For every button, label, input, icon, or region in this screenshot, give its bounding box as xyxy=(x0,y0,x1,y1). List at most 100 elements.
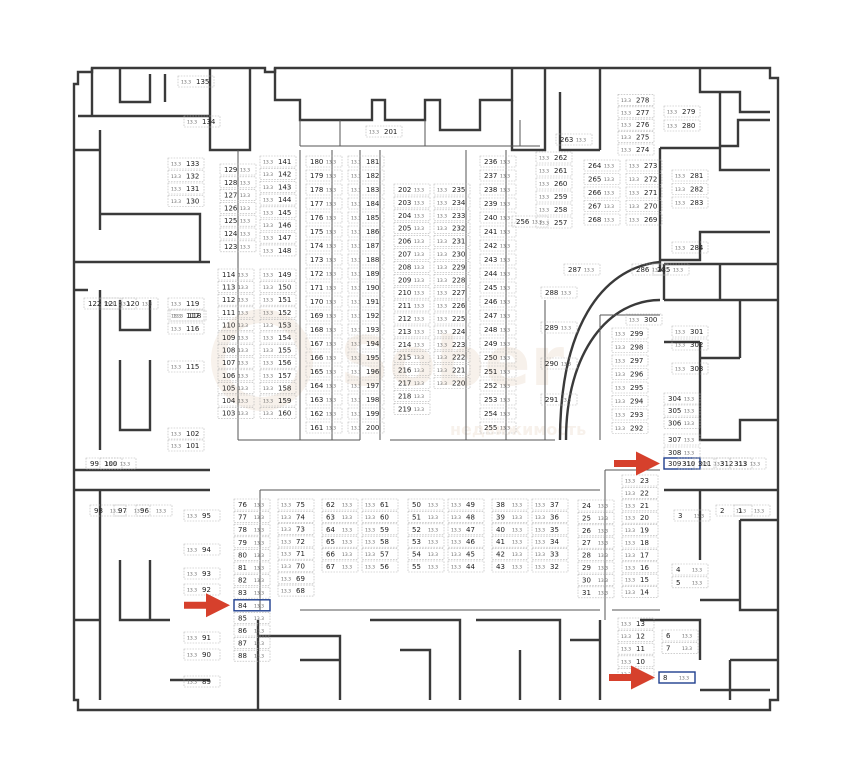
parking-spot[interactable]: 11313.3 xyxy=(217,281,255,293)
parking-spot[interactable]: 13313.3 xyxy=(167,157,205,170)
parking-spot[interactable]: 8513.3 xyxy=(233,612,271,624)
parking-spot[interactable]: 19613.3 xyxy=(347,365,385,378)
parking-spot[interactable]: 27413.3 xyxy=(617,143,655,156)
parking-spot[interactable]: 30213.3 xyxy=(671,338,709,351)
parking-spot[interactable]: 18813.3 xyxy=(347,253,385,266)
parking-spot[interactable]: 18513.3 xyxy=(347,211,385,224)
parking-spot[interactable]: 25913.3 xyxy=(535,190,573,203)
parking-spot[interactable]: 713.3 xyxy=(661,642,699,654)
parking-spot[interactable]: 12313.3 xyxy=(219,240,257,253)
parking-spot[interactable]: 15413.3 xyxy=(259,331,297,344)
parking-spot[interactable]: 14513.3 xyxy=(259,206,297,219)
parking-spot[interactable]: 4613.3 xyxy=(447,535,485,548)
parking-spot[interactable]: 15713.3 xyxy=(259,369,297,382)
parking-spot[interactable]: 8713.3 xyxy=(233,637,271,649)
parking-spot[interactable]: 21313.3 xyxy=(393,325,431,338)
parking-spot[interactable]: 19413.3 xyxy=(347,337,385,350)
parking-spot[interactable]: 24313.3 xyxy=(479,253,517,266)
parking-spot[interactable]: 26113.3 xyxy=(535,164,573,177)
parking-spot[interactable]: 3713.3 xyxy=(531,498,569,511)
parking-spot[interactable]: 25213.3 xyxy=(479,379,517,392)
parking-spot[interactable]: 12213.3 xyxy=(83,297,121,310)
parking-spot[interactable]: 24613.3 xyxy=(479,295,517,308)
parking-spot[interactable]: 8113.3 xyxy=(233,561,271,574)
parking-spot[interactable]: 25013.3 xyxy=(479,351,517,364)
parking-spot[interactable]: 23313.3 xyxy=(433,209,471,222)
parking-spot[interactable]: 15113.3 xyxy=(259,293,297,306)
parking-spot[interactable]: 30513.3 xyxy=(663,404,701,417)
parking-spot[interactable]: 16813.3 xyxy=(305,323,343,336)
parking-spot[interactable]: 14613.3 xyxy=(259,219,297,231)
parking-spot[interactable]: 10613.3 xyxy=(217,369,255,382)
parking-spot[interactable]: 3813.3 xyxy=(491,498,529,511)
parking-spot[interactable]: 16113.3 xyxy=(305,421,343,434)
parking-spot[interactable]: 23713.3 xyxy=(479,169,517,182)
parking-spot[interactable]: 20013.3 xyxy=(347,421,385,434)
parking-spot[interactable]: 29613.3 xyxy=(611,368,649,380)
parking-spot[interactable]: 213.3 xyxy=(715,504,753,517)
parking-spot[interactable]: 29913.3 xyxy=(611,327,649,340)
parking-spot[interactable]: 5413.3 xyxy=(407,548,445,560)
parking-spot[interactable]: 28813.3 xyxy=(540,286,578,299)
parking-spot[interactable]: 22813.3 xyxy=(433,273,471,286)
parking-spot[interactable]: 29013.3 xyxy=(540,357,578,370)
parking-spot[interactable]: 4713.3 xyxy=(447,523,485,536)
parking-spot[interactable]: 17613.3 xyxy=(305,211,343,224)
parking-spot[interactable]: 20113.3 xyxy=(365,125,403,138)
parking-spot[interactable]: 11413.3 xyxy=(217,268,255,281)
parking-spot[interactable]: 26213.3 xyxy=(535,151,573,164)
parking-spot[interactable]: 16413.3 xyxy=(305,379,343,392)
parking-spot[interactable]: 21013.3 xyxy=(393,286,431,299)
parking-spot[interactable]: 9313.3 xyxy=(183,567,221,580)
parking-spot[interactable]: 24413.3 xyxy=(479,267,517,280)
parking-spot[interactable]: 24213.3 xyxy=(479,239,517,252)
parking-spot[interactable]: 5213.3 xyxy=(407,523,445,536)
parking-spot[interactable]: 23413.3 xyxy=(433,196,471,209)
parking-spot[interactable]: 25613.3 xyxy=(511,215,549,228)
parking-spot[interactable]: 27613.3 xyxy=(617,118,655,131)
parking-spot[interactable]: 7313.3 xyxy=(277,523,315,535)
parking-spot[interactable]: 18313.3 xyxy=(347,183,385,196)
parking-spot[interactable]: 30013.3 xyxy=(625,313,663,326)
parking-spot[interactable]: 20713.3 xyxy=(393,248,431,260)
parking-spot[interactable]: 27713.3 xyxy=(617,106,655,119)
parking-spot[interactable]: 29413.3 xyxy=(611,395,649,407)
parking-spot[interactable]: 22413.3 xyxy=(433,325,471,338)
parking-spot[interactable]: 28313.3 xyxy=(671,196,709,209)
parking-spot[interactable]: 17413.3 xyxy=(305,239,343,252)
parking-spot[interactable]: 7713.3 xyxy=(233,511,271,523)
parking-spot[interactable]: 15513.3 xyxy=(259,344,297,356)
parking-spot[interactable]: 1513.3 xyxy=(621,573,659,586)
parking-spot[interactable]: 4013.3 xyxy=(491,523,529,536)
parking-spot[interactable]: 21213.3 xyxy=(393,312,431,325)
parking-spot[interactable]: 16913.3 xyxy=(305,309,343,322)
parking-spot[interactable]: 15813.3 xyxy=(259,382,297,394)
parking-spot[interactable]: 7813.3 xyxy=(233,523,271,536)
parking-spot[interactable]: 18213.3 xyxy=(347,169,385,182)
parking-spot[interactable]: 1713.3 xyxy=(621,549,659,561)
parking-spot[interactable]: 2513.3 xyxy=(577,512,615,524)
parking-spot[interactable]: 14713.3 xyxy=(259,231,297,244)
parking-spot[interactable]: 11213.3 xyxy=(217,293,255,306)
parking-spot[interactable]: 6613.3 xyxy=(321,548,359,560)
parking-spot[interactable]: 23513.3 xyxy=(433,183,471,196)
parking-spot[interactable]: 29113.3 xyxy=(540,393,578,406)
parking-spot[interactable]: 12713.3 xyxy=(219,189,257,201)
parking-spot[interactable]: 9513.3 xyxy=(183,509,221,522)
parking-spot[interactable]: 15913.3 xyxy=(259,394,297,407)
parking-spot[interactable]: 2013.3 xyxy=(621,511,659,524)
parking-spot[interactable]: 29313.3 xyxy=(611,408,649,421)
parking-spot[interactable]: 3313.3 xyxy=(531,548,569,560)
parking-spot[interactable]: 12413.3 xyxy=(219,227,257,240)
parking-spot[interactable]: 12813.3 xyxy=(219,176,257,189)
parking-spot[interactable]: 9013.3 xyxy=(183,648,221,661)
parking-spot[interactable]: 13513.3 xyxy=(177,75,215,88)
parking-spot[interactable]: 2113.3 xyxy=(621,499,659,512)
parking-spot[interactable]: 30813.3 xyxy=(663,446,701,459)
parking-spot[interactable]: 30413.3 xyxy=(663,392,701,405)
parking-spot[interactable]: 26313.3 xyxy=(555,133,593,146)
parking-spot[interactable]: 4813.3 xyxy=(447,511,485,523)
parking-spot[interactable]: 6213.3 xyxy=(321,498,359,511)
parking-spot[interactable]: 14913.3 xyxy=(259,268,297,281)
parking-spot[interactable]: 31313.3 xyxy=(729,457,767,470)
